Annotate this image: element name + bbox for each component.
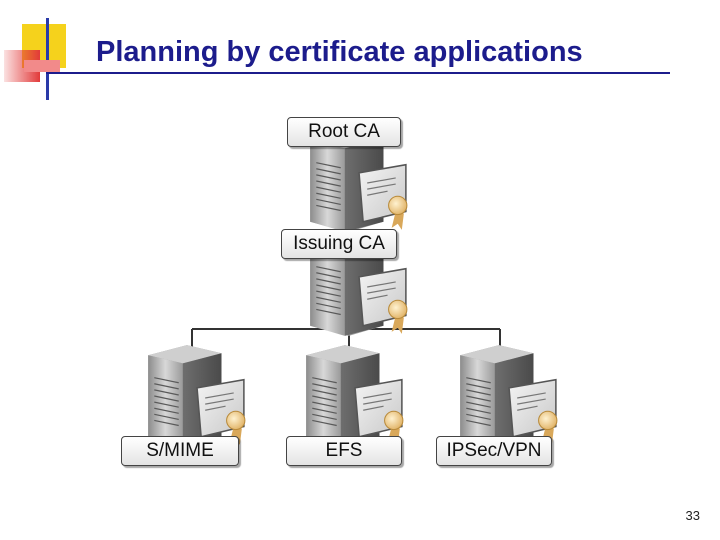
- efs-node: [296, 343, 408, 449]
- server-with-certificate-icon: [305, 344, 404, 448]
- root-ca-label: Root CA: [287, 117, 401, 147]
- title-underline: [46, 72, 670, 74]
- ipsec-vpn-label: IPSec/VPN: [436, 436, 552, 466]
- smime-node: [138, 343, 250, 449]
- server-with-certificate-icon: [147, 344, 246, 448]
- slide-title: Planning by certificate applications: [96, 36, 583, 68]
- decorative-pink-bar: [24, 60, 60, 72]
- server-with-certificate-icon: [459, 344, 558, 448]
- ipsec-vpn-node: [450, 343, 562, 449]
- decorative-blue-bar-vertical: [46, 18, 49, 100]
- issuing-ca-label: Issuing CA: [281, 229, 397, 259]
- efs-label: EFS: [286, 436, 402, 466]
- page-number: 33: [685, 508, 700, 523]
- smime-label: S/MIME: [121, 436, 239, 466]
